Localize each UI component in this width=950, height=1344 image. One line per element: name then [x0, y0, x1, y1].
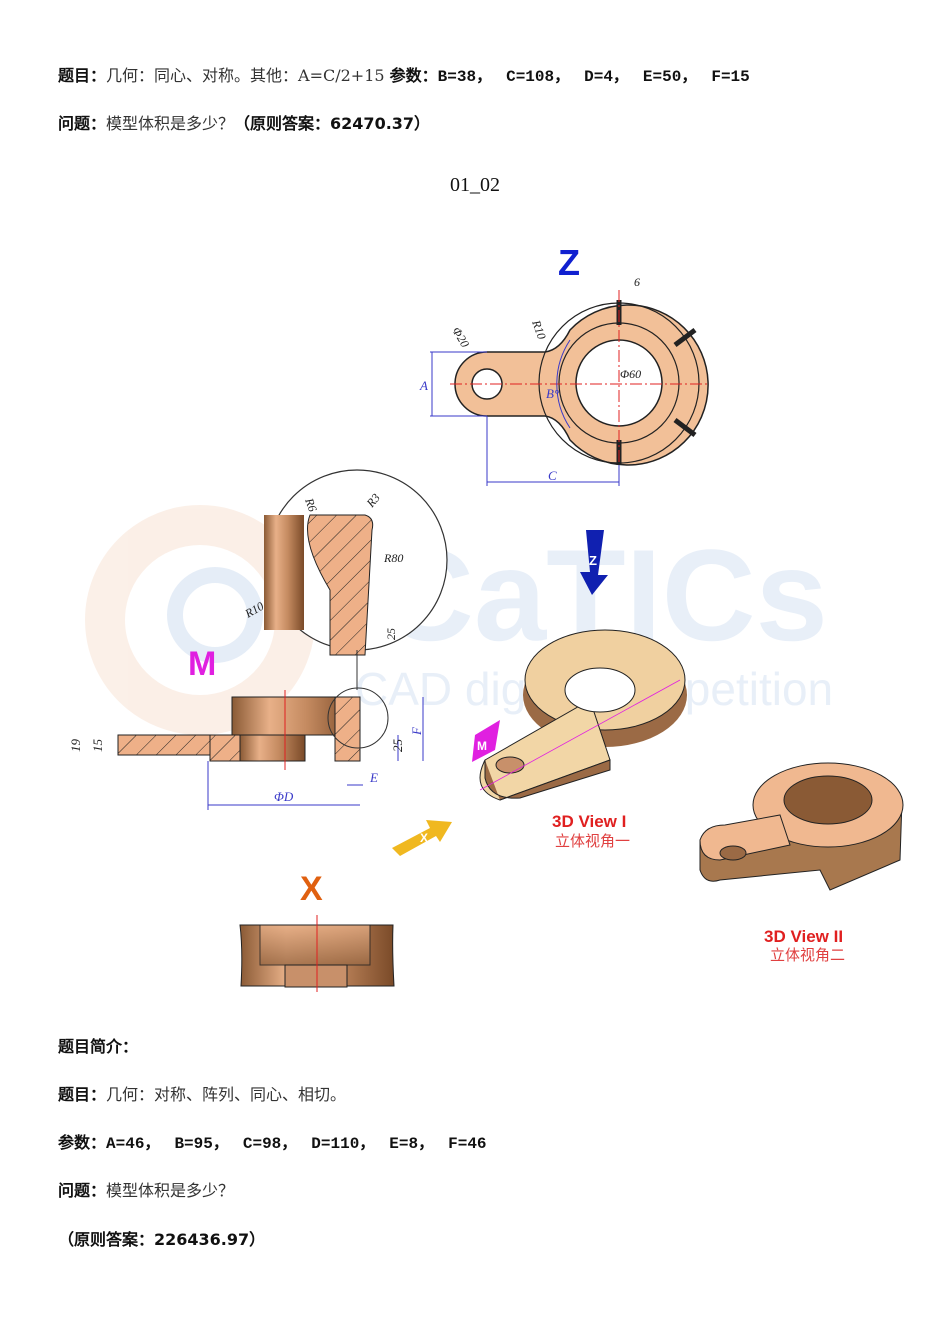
param-b: B=95， — [174, 1135, 229, 1153]
summary-question-label: 问题： — [58, 1181, 107, 1200]
param-c: C=98， — [242, 1135, 298, 1153]
problem-statement-1: 题目：几何：同心、对称。其他：A=C/2+15 参数：B=38， C=108， D=… — [58, 66, 750, 87]
summary-params: 参数：A=46， B=95， C=98， D=110， E=8， F=46 — [58, 1133, 487, 1154]
svg-text:15: 15 — [90, 739, 105, 753]
question-text: 模型体积是多少？ — [106, 114, 235, 133]
summary-question: 问题：模型体积是多少？ — [58, 1181, 234, 1201]
top-view: A C B° Φ20 R10 Φ60 6 — [419, 275, 710, 486]
svg-text:ΦD: ΦD — [274, 789, 294, 804]
svg-text:A: A — [419, 378, 428, 393]
summary-topic-label: 题目： — [58, 1085, 107, 1104]
param-c: C=108， — [506, 68, 571, 86]
view-label-x: X — [300, 870, 323, 908]
topic-text: 几何：同心、对称。其他：A=C/2+15 — [106, 66, 385, 85]
svg-text:B°: B° — [546, 386, 559, 401]
iso-view-2-subtitle: 立体视角二 — [770, 946, 845, 964]
param-e: E=8， — [389, 1135, 435, 1153]
iso-view-2-title: 3D View II — [764, 927, 843, 946]
question-label: 问题： — [58, 114, 107, 133]
summary-topic: 题目：几何：对称、阵列、同心、相切。 — [58, 1085, 346, 1105]
svg-text:25: 25 — [390, 739, 405, 753]
svg-text:19: 19 — [68, 739, 83, 753]
iso-view-1: M 3D View I 立体视角一 — [472, 629, 687, 850]
summary-answer: （原则答案：226436.97） — [58, 1230, 266, 1249]
svg-text:25: 25 — [384, 628, 398, 640]
iso-view-1-title: 3D View I — [552, 812, 626, 831]
param-f: F=46 — [448, 1135, 487, 1153]
iso-view-2: 3D View II 立体视角二 — [699, 762, 904, 964]
section-view: 19 15 25 F E ΦD — [68, 687, 424, 810]
iso-view-1-subtitle: 立体视角一 — [555, 832, 630, 850]
svg-text:Φ60: Φ60 — [620, 367, 641, 381]
param-a: A=46， — [106, 1135, 161, 1153]
figure-caption: 01_02 — [450, 174, 500, 196]
front-view — [239, 915, 395, 992]
question-line-1: 问题：模型体积是多少？（原则答案：62470.37） — [58, 114, 430, 134]
cad-drawing: CaTICs CAD digital competition Z A C B° … — [50, 225, 920, 1015]
detail-view: R6 R3 R80 R10 25 — [242, 469, 448, 690]
view-label-m: M — [188, 645, 216, 683]
svg-text:C: C — [548, 468, 557, 483]
svg-text:R80: R80 — [383, 551, 403, 565]
topic-label: 题目： — [58, 66, 107, 85]
params-label: 参数： — [389, 66, 438, 85]
svg-text:R10: R10 — [529, 317, 549, 341]
svg-text:6: 6 — [634, 275, 640, 289]
param-b: B=38， — [437, 68, 493, 86]
svg-text:R6: R6 — [302, 495, 320, 513]
summary-heading: 题目简介： — [58, 1037, 139, 1056]
svg-text:M: M — [477, 739, 487, 753]
param-d: D=110， — [311, 1135, 376, 1153]
param-e: E=50， — [642, 68, 698, 86]
answer-text: （原则答案：62470.37） — [234, 114, 431, 133]
svg-text:Φ20: Φ20 — [449, 325, 472, 350]
svg-text:F: F — [409, 726, 424, 736]
z-direction-arrow: Z — [580, 530, 608, 595]
summary-topic-text: 几何：对称、阵列、同心、相切。 — [106, 1085, 347, 1104]
view-label-z: Z — [558, 242, 580, 283]
svg-text:Z: Z — [589, 553, 597, 568]
x-direction-arrow: X — [392, 820, 452, 856]
watermark: CaTICs CAD digital competition — [85, 505, 833, 735]
param-f: F=15 — [711, 68, 750, 86]
summary-question-text: 模型体积是多少？ — [106, 1181, 235, 1200]
svg-text:E: E — [369, 770, 378, 785]
summary-params-label: 参数： — [58, 1133, 107, 1152]
svg-text:X: X — [420, 831, 428, 845]
param-d: D=4， — [584, 68, 629, 86]
